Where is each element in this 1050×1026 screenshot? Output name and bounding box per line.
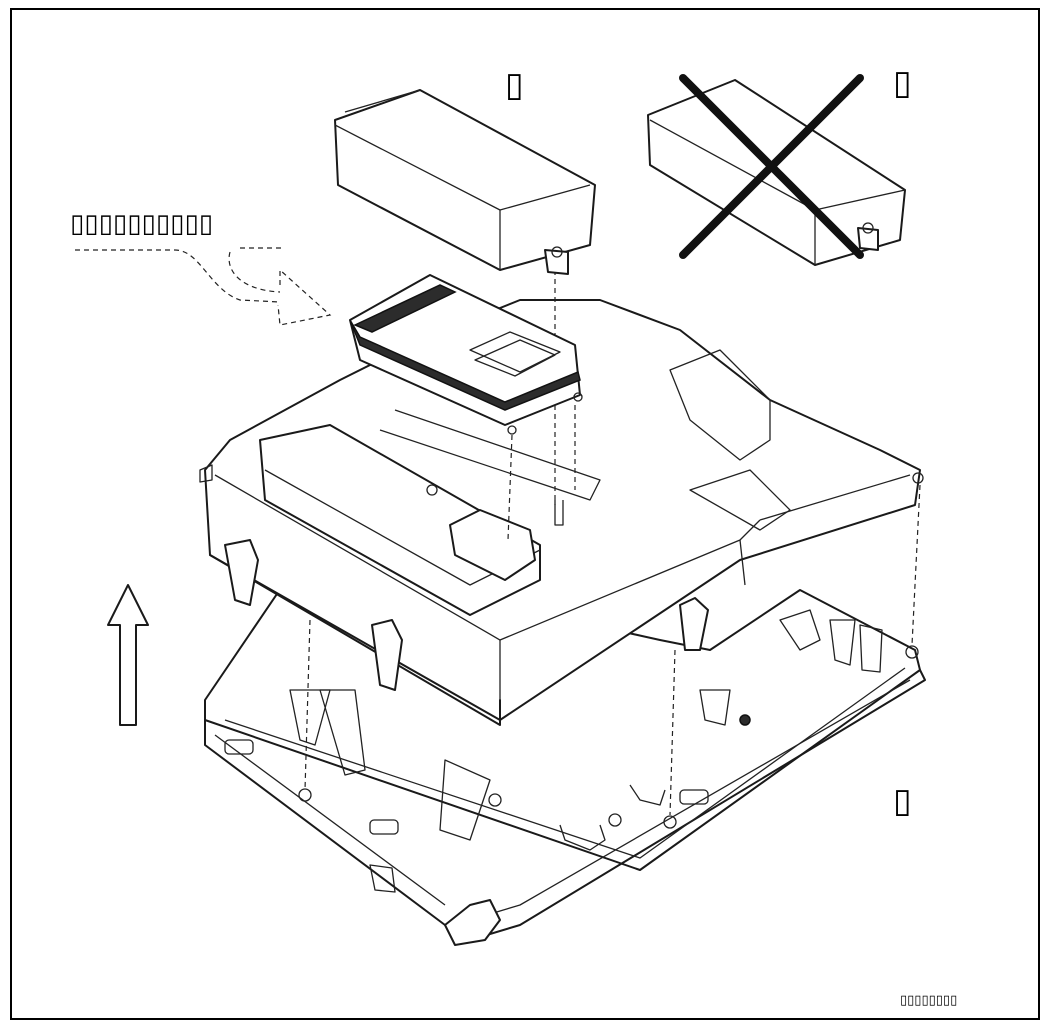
- part-label-c: ▯: [893, 781, 912, 821]
- cross-out-mark-icon: [679, 74, 864, 259]
- main-housing: [199, 299, 924, 726]
- part-label-b: ▯: [893, 63, 912, 103]
- cover-correct: [334, 89, 596, 275]
- callout-text: ▯▯▯▯▯▯▯▯▯▯: [70, 209, 213, 239]
- part-label-a: ▯: [505, 65, 524, 105]
- dashed-curved-arrow-icon: [75, 247, 332, 326]
- up-arrow-icon: [107, 584, 149, 726]
- figure-code: ▯▯▯▯▯▯▯▯: [900, 993, 957, 1008]
- electronics-module: [349, 274, 583, 435]
- figure-frame: [10, 8, 1040, 1020]
